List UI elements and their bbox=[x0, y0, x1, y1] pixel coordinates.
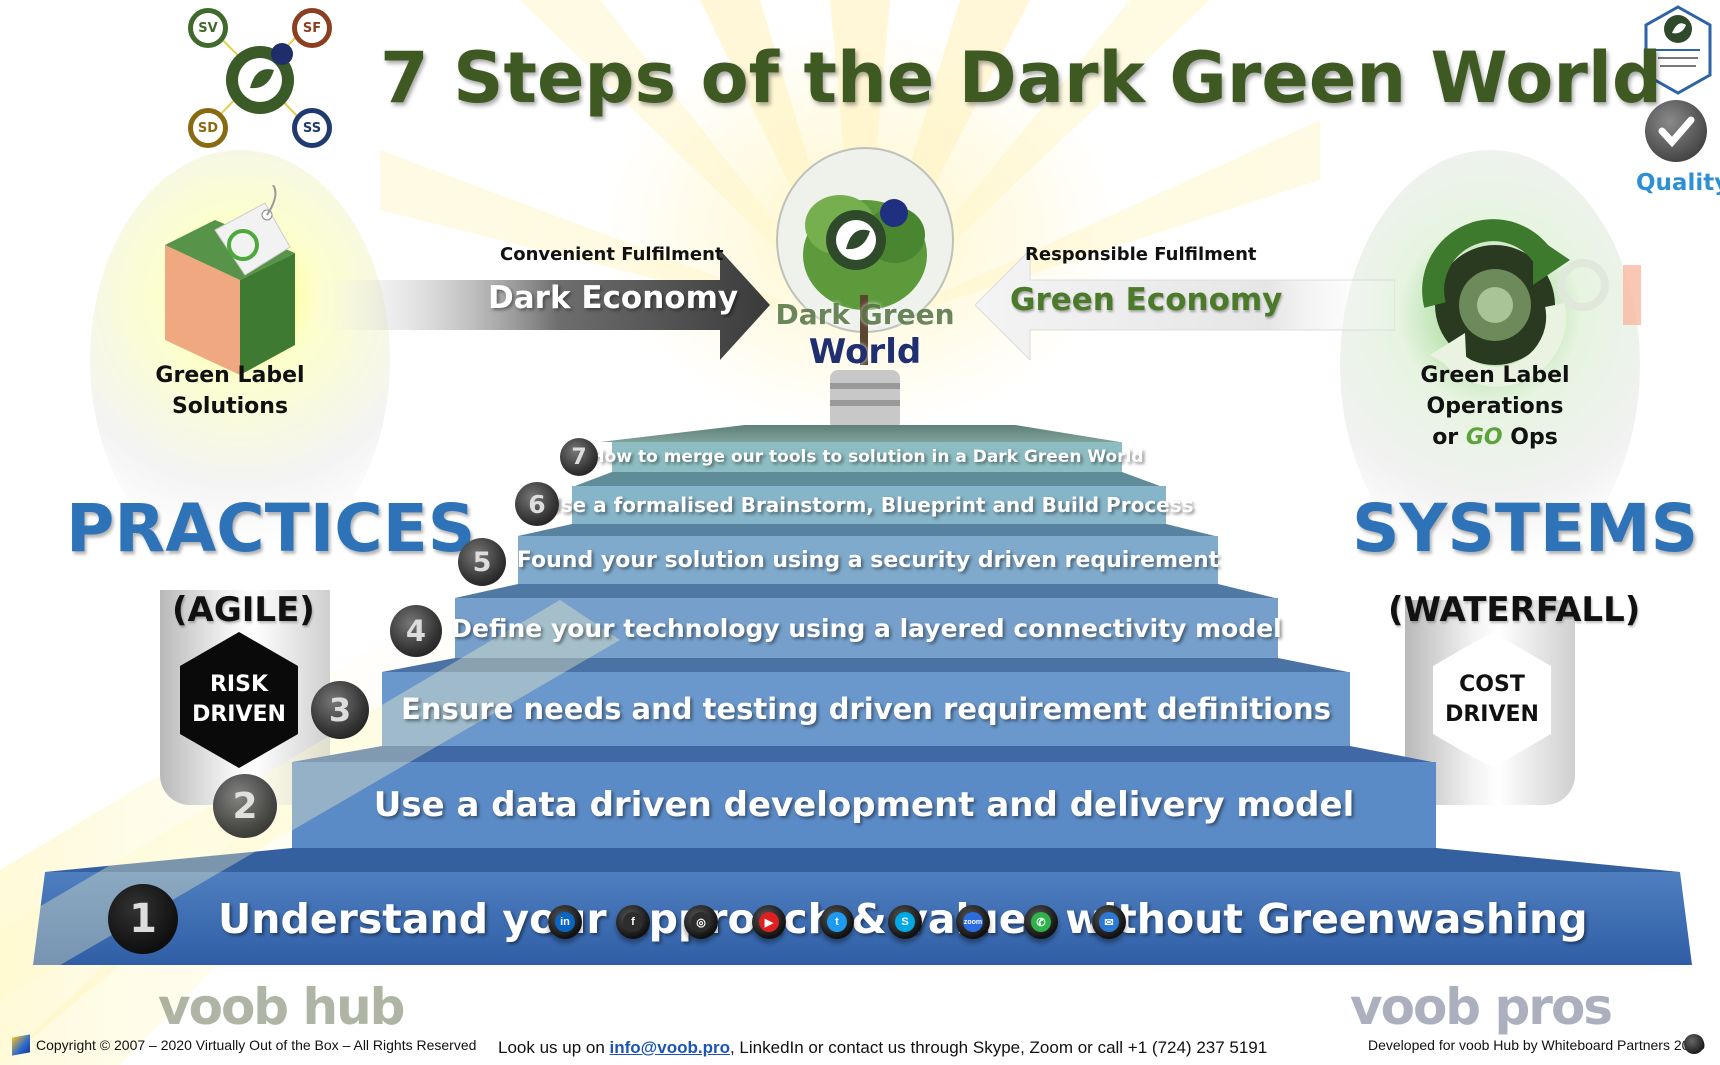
step-3-text: Ensure needs and testing driven requirem… bbox=[401, 692, 1331, 726]
whiteboard-partners-icon bbox=[1684, 1034, 1704, 1054]
green-economy-arrow bbox=[975, 250, 1395, 360]
step-6-text: Use a formalised Brainstorm, Blueprint a… bbox=[544, 493, 1194, 517]
step-3-number: 3 bbox=[311, 681, 369, 739]
step-4-text: Define your technology using a layered c… bbox=[451, 613, 1282, 643]
green-economy-label: Green Economy bbox=[1010, 282, 1283, 318]
logo-badge-sd: SD bbox=[188, 108, 228, 148]
go-emphasis: GO bbox=[1465, 425, 1503, 450]
twitter-glyph: t bbox=[827, 912, 847, 932]
step-7-text: How to merge our tools to solution in a … bbox=[590, 447, 1144, 467]
left-label-line1: Green Label bbox=[155, 363, 305, 388]
step-3-tread bbox=[292, 746, 1432, 762]
zoom-icon[interactable]: zoom bbox=[956, 905, 990, 939]
agile-label: (AGILE) bbox=[172, 590, 315, 630]
center-line2: World bbox=[808, 332, 922, 372]
certificate-seal-icon bbox=[1644, 5, 1712, 95]
dark-economy-label: Dark Economy bbox=[488, 280, 739, 316]
risk-driven-hexagon: RISK DRIVEN bbox=[180, 632, 298, 768]
copyright-text: Copyright © 2007 – 2020 Virtually Out of… bbox=[36, 1037, 477, 1053]
logo-badge-sv: SV bbox=[188, 8, 228, 48]
convenient-fulfilment-caption: Convenient Fulfilment bbox=[500, 244, 724, 265]
responsible-fulfilment-caption: Responsible Fulfilment bbox=[1025, 244, 1257, 265]
risk-hex-line1: RISK bbox=[209, 672, 268, 697]
package-tag-icon bbox=[165, 185, 295, 375]
checkmark-icon bbox=[1658, 116, 1695, 148]
risk-hex-line2: DRIVEN bbox=[192, 702, 286, 727]
step-5-text: Found your solution using a security dri… bbox=[516, 547, 1220, 573]
developed-by-text: Developed for voob Hub by Whiteboard Par… bbox=[1368, 1037, 1705, 1053]
zoom-glyph: zoom bbox=[963, 912, 983, 932]
instagram-glyph: ◎ bbox=[691, 912, 711, 932]
right-label-line3: or GO Ops bbox=[1375, 422, 1615, 453]
voob-hub-logo: voob hub bbox=[158, 978, 405, 1036]
cost-hex-line2: DRIVEN bbox=[1445, 702, 1539, 727]
center-line1: Dark Green bbox=[775, 298, 955, 331]
voob-pros-logo: voob pros bbox=[1350, 978, 1613, 1036]
right-label-or: or bbox=[1432, 425, 1466, 450]
step-2-tread bbox=[45, 848, 1680, 872]
step-2-face bbox=[292, 762, 1436, 848]
logo-badge-sf: SF bbox=[292, 8, 332, 48]
youtube-glyph: ▶ bbox=[759, 912, 779, 932]
quality-label: Quality bbox=[1636, 170, 1720, 196]
waterfall-label: (WATERFALL) bbox=[1388, 590, 1641, 630]
dark-economy-arrow bbox=[300, 250, 770, 360]
recycle-gear-icon bbox=[1422, 219, 1641, 387]
instagram-icon[interactable]: ◎ bbox=[684, 905, 718, 939]
step-4-tread bbox=[382, 658, 1348, 672]
quality-check-badge bbox=[1645, 100, 1707, 162]
contact-post: , LinkedIn or contact us through Skype, … bbox=[729, 1038, 1268, 1057]
youtube-icon[interactable]: ▶ bbox=[752, 905, 786, 939]
twitter-icon[interactable]: t bbox=[820, 905, 854, 939]
left-bulb-label: Green Label Solutions bbox=[110, 360, 350, 422]
logo-badge-ss: SS bbox=[292, 108, 332, 148]
step-2-text: Use a data driven development and delive… bbox=[373, 785, 1355, 825]
center-tree-bulb-icon bbox=[776, 147, 954, 430]
email-icon[interactable]: ✉ bbox=[1092, 905, 1126, 939]
step-4-number: 4 bbox=[390, 605, 442, 657]
step-7-tread bbox=[575, 472, 1160, 486]
right-label-line1: Green Label bbox=[1420, 363, 1570, 388]
facebook-glyph: f bbox=[623, 912, 643, 932]
cost-hex-line1: COST bbox=[1459, 672, 1525, 697]
facebook-icon[interactable]: f bbox=[616, 905, 650, 939]
copyright-cube-icon bbox=[12, 1034, 30, 1056]
step-1-number: 1 bbox=[108, 884, 178, 954]
right-label-ops: Ops bbox=[1502, 425, 1558, 450]
practices-heading: PRACTICES bbox=[66, 490, 476, 567]
step-6-number: 6 bbox=[515, 482, 559, 526]
skype-icon[interactable]: S bbox=[888, 905, 922, 939]
right-bulb-label: Green Label Operations or GO Ops bbox=[1375, 360, 1615, 453]
systems-heading: SYSTEMS bbox=[1352, 490, 1699, 567]
step-6-face bbox=[572, 486, 1166, 524]
step-6-tread bbox=[518, 524, 1215, 536]
linkedin-glyph: in bbox=[555, 912, 575, 932]
step-3-face bbox=[382, 672, 1350, 746]
step-5-tread bbox=[455, 584, 1275, 598]
step-2-number: 2 bbox=[213, 774, 277, 838]
linkedin-icon[interactable]: in bbox=[548, 905, 582, 939]
contact-email-link[interactable]: info@voob.pro bbox=[609, 1038, 730, 1057]
step-1-face bbox=[33, 872, 1692, 965]
step-5-number: 5 bbox=[458, 538, 506, 586]
skype-glyph: S bbox=[895, 912, 915, 932]
step-7-number: 7 bbox=[560, 438, 598, 476]
contact-pre: Look us up on bbox=[498, 1038, 610, 1057]
step-4-face bbox=[455, 598, 1278, 658]
left-label-line2: Solutions bbox=[171, 394, 289, 419]
page-title: 7 Steps of the Dark Green World bbox=[380, 37, 1662, 119]
phone-icon[interactable]: ✆ bbox=[1024, 905, 1058, 939]
email-glyph: ✉ bbox=[1099, 912, 1119, 932]
phone-glyph: ✆ bbox=[1031, 912, 1051, 932]
contact-line: Look us up on info@voob.pro, LinkedIn or… bbox=[498, 1038, 1267, 1058]
top-plate bbox=[600, 425, 1120, 442]
step-7-face bbox=[612, 442, 1122, 472]
logo-network-lines bbox=[207, 24, 309, 128]
right-label-line2: Operations bbox=[1426, 394, 1564, 419]
step-5-face bbox=[518, 536, 1218, 584]
